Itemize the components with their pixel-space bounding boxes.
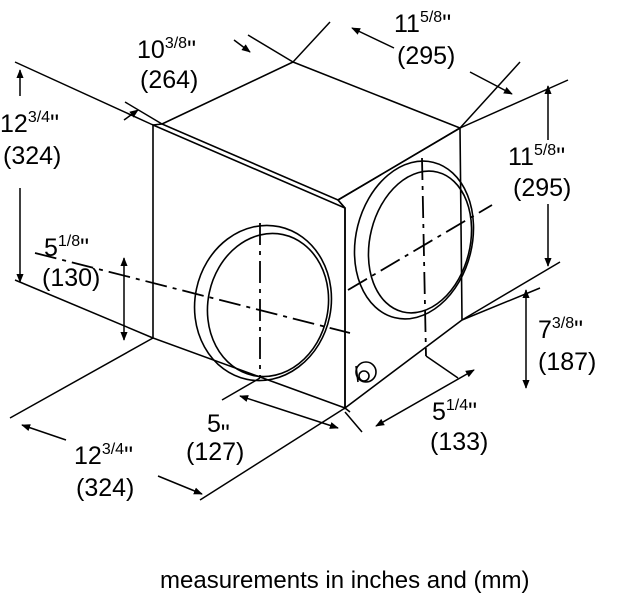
label-front-center-offset: 5" (127)	[186, 410, 244, 466]
top-depth-unit: "	[187, 36, 196, 64]
bottom-width-mm: (324)	[76, 474, 134, 502]
dimension-lines	[16, 27, 552, 495]
top-depth-frac: 3/8	[165, 35, 187, 52]
svg-text:115/8": 115/8"	[394, 9, 451, 38]
svg-text:115/8": 115/8"	[508, 142, 565, 171]
side-duct-collar	[353, 160, 475, 320]
label-top-depth: 103/8" (264)	[137, 35, 198, 94]
centerlines	[34, 157, 493, 378]
side-center-height-mm: (187)	[538, 348, 596, 376]
svg-text:123/4": 123/4"	[0, 109, 59, 138]
top-depth-mm: (264)	[140, 66, 198, 94]
svg-text:5": 5"	[207, 410, 230, 448]
svg-text:73/8": 73/8"	[538, 315, 583, 344]
label-left-height: 123/4" (324)	[0, 109, 61, 170]
caption: measurements in inches and (mm)	[160, 567, 529, 594]
front-center-offset-mm: (127)	[186, 438, 244, 466]
label-front-center-height: 51/8" (130)	[42, 233, 100, 292]
right-height-mm: (295)	[513, 174, 571, 202]
front-duct-collar	[193, 224, 333, 382]
label-bottom-width: 123/4" (324)	[74, 441, 134, 502]
knob-icon	[355, 361, 377, 383]
top-depth-whole: 10	[137, 36, 165, 64]
label-side-center-offset: 51/4" (133)	[430, 397, 488, 456]
top-width-mm: (295)	[397, 42, 455, 70]
left-height-mm: (324)	[3, 142, 61, 170]
label-right-height: 115/8" (295)	[508, 142, 571, 202]
front-center-height-mm: (130)	[42, 264, 100, 292]
svg-text:51/4": 51/4"	[432, 397, 477, 426]
label-side-center-height: 73/8" (187)	[538, 315, 596, 376]
svg-text:103/8": 103/8"	[137, 35, 196, 64]
label-top-width: 115/8" (295)	[394, 9, 455, 70]
svg-text:51/8": 51/8"	[44, 233, 89, 262]
svg-text:123/4": 123/4"	[74, 441, 133, 470]
side-center-offset-mm: (133)	[430, 428, 488, 456]
